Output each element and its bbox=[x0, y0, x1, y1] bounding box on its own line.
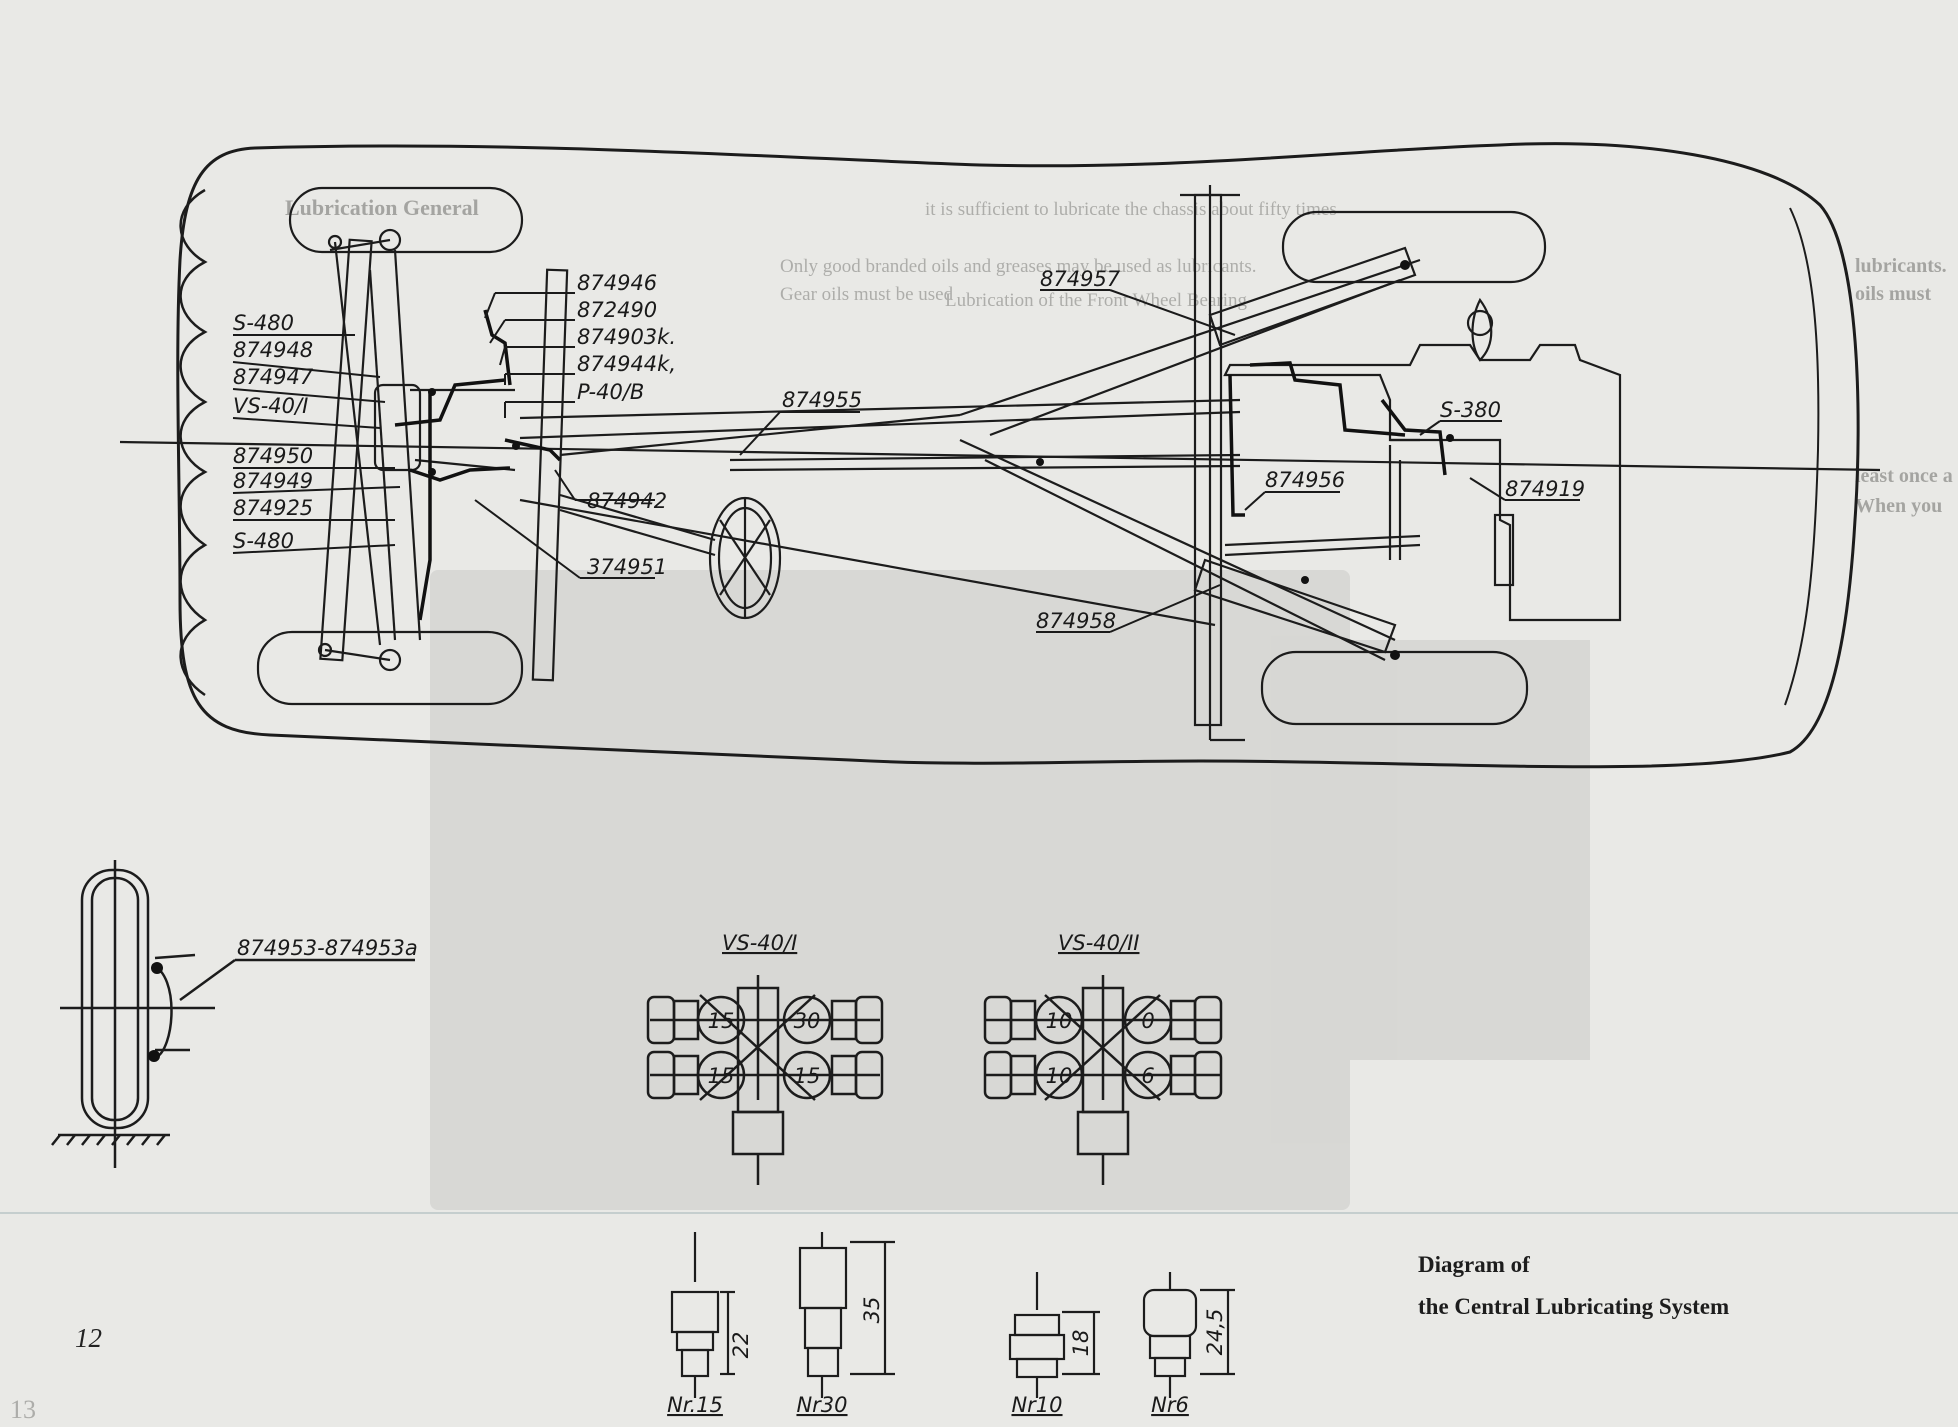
nipple-nr15-dimension: 22 bbox=[729, 1332, 753, 1359]
label-874942: 874942 bbox=[587, 489, 667, 513]
label-p40b: P-40/B bbox=[577, 380, 644, 404]
ghost-tail-3: least once a bbox=[1855, 465, 1953, 487]
caption-line-1: Diagram of bbox=[1418, 1252, 1530, 1277]
label-872490: 872490 bbox=[577, 298, 657, 322]
label-s380: S-380 bbox=[1440, 398, 1501, 422]
label-874953: 874953-874953a bbox=[237, 936, 418, 960]
figure-caption: Diagram of the Central Lubricating Syste… bbox=[1418, 1244, 1729, 1328]
nipple-nr15: 22 Nr.15 bbox=[667, 1232, 753, 1417]
label-874957: 874957 bbox=[1040, 267, 1121, 291]
wheel-detail-points bbox=[148, 962, 163, 1062]
vs40i-outlet-top-right: 30 bbox=[794, 1009, 821, 1033]
ghost-page-number: 13 bbox=[10, 1395, 36, 1423]
nipple-nr15-label: Nr.15 bbox=[667, 1393, 723, 1417]
nipple-nr30: 35 Nr30 bbox=[796, 1232, 895, 1417]
label-s480-bottom: S-480 bbox=[233, 529, 294, 553]
caption-line-2: the Central Lubricating System bbox=[1418, 1294, 1730, 1319]
lubrication-lines bbox=[394, 309, 1447, 621]
ghost-heading-left: Lubrication General bbox=[285, 195, 479, 220]
page-number: 12 bbox=[75, 1323, 102, 1353]
label-874949: 874949 bbox=[233, 469, 313, 493]
nipple-nr6-dimension: 24,5 bbox=[1203, 1309, 1227, 1356]
nipple-nr30-label: Nr30 bbox=[796, 1393, 847, 1417]
label-874947: 874947 bbox=[233, 365, 314, 389]
nipple-nr6: 24,5 Nr6 bbox=[1142, 1272, 1235, 1417]
label-874925: 874925 bbox=[233, 496, 313, 520]
ghost-heading-right: Lubrication of the Front Wheel Bearing bbox=[945, 290, 1247, 311]
label-374951: 374951 bbox=[587, 555, 667, 579]
label-vs40i: VS-40/I bbox=[233, 394, 308, 418]
label-s480-top: S-480 bbox=[233, 311, 294, 335]
distributor-vs40ii-title: VS-40/II bbox=[1058, 931, 1139, 955]
label-874956: 874956 bbox=[1265, 468, 1345, 492]
lube-points bbox=[428, 260, 1454, 660]
label-874948: 874948 bbox=[233, 338, 313, 362]
nipple-nr10-label: Nr10 bbox=[1011, 1393, 1062, 1417]
vs40ii-outlet-bottom-right: 6 bbox=[1141, 1064, 1154, 1088]
distributor-vs40i-title: VS-40/I bbox=[722, 931, 797, 955]
nipple-nr10: 18 Nr10 bbox=[1008, 1272, 1100, 1417]
vs40i-outlet-bottom-left: 15 bbox=[708, 1064, 735, 1088]
label-874903k: 874903k. bbox=[577, 325, 676, 349]
nipple-nr30-dimension: 35 bbox=[860, 1297, 884, 1324]
bleed-through-photo bbox=[430, 570, 1590, 1210]
chassis-labels: 874946 872490 874903k. 874944k, P-40/B S… bbox=[233, 267, 1585, 633]
label-874944k: 874944k, bbox=[577, 352, 676, 376]
distributor-vs40ii: VS-40/II 10 0 10 6 bbox=[983, 931, 1223, 1185]
ghost-line-3: it is sufficient to lubricate the chassi… bbox=[925, 199, 1337, 220]
chassis-frame bbox=[119, 185, 1881, 742]
vs40ii-outlet-bottom-left: 10 bbox=[1046, 1064, 1073, 1088]
ghost-line-2: Gear oils must be used bbox=[780, 284, 954, 305]
ghost-tail-1: lubricants. bbox=[1855, 255, 1947, 277]
vs40ii-outlet-top-left: 10 bbox=[1046, 1009, 1073, 1033]
nipple-nr6-label: Nr6 bbox=[1151, 1393, 1189, 1417]
label-874919: 874919 bbox=[1505, 477, 1585, 501]
label-874958: 874958 bbox=[1036, 609, 1116, 633]
car-body-outline bbox=[176, 142, 1860, 769]
ghost-line-1: Only good branded oils and greases may b… bbox=[780, 256, 1256, 277]
ghost-tail-4: When you bbox=[1855, 495, 1942, 517]
distributor-vs40i: VS-40/I 15 30 15 15 bbox=[646, 931, 884, 1185]
vs40i-outlet-bottom-right: 15 bbox=[794, 1064, 821, 1088]
label-874955: 874955 bbox=[782, 388, 862, 412]
wheel-detail bbox=[51, 860, 415, 1168]
label-874946: 874946 bbox=[577, 271, 657, 295]
ghost-tail-2: oils must bbox=[1855, 283, 1931, 305]
vs40i-outlet-top-left: 15 bbox=[708, 1009, 735, 1033]
leader-lines bbox=[232, 289, 1580, 633]
nipple-nr10-dimension: 18 bbox=[1069, 1330, 1093, 1357]
label-874950: 874950 bbox=[233, 444, 313, 468]
vs40ii-outlet-top-right: 0 bbox=[1141, 1009, 1154, 1033]
